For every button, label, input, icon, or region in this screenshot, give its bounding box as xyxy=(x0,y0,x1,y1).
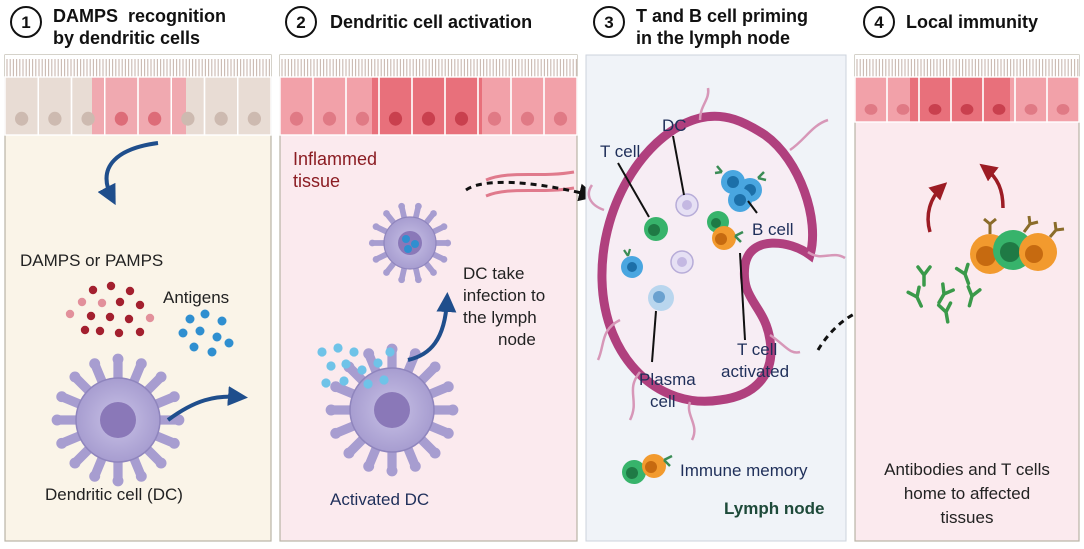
panel-2-header: 2 Dendritic cell activation xyxy=(285,6,532,38)
step-number-badge-4 xyxy=(863,6,895,38)
red-arrow-left xyxy=(926,182,948,233)
leader-lines xyxy=(617,135,758,363)
epithelium-layer-4 xyxy=(854,55,1080,123)
panel-3: DC T cell B cell T cell activated Plasma… xyxy=(585,54,847,542)
plasma-cell-icon xyxy=(648,285,674,311)
b-cell-icon-left xyxy=(621,248,643,278)
panel-1-header: 1 DAMPS recognition by dendritic cells xyxy=(10,6,226,48)
inflamed-tissue-line2: tissue xyxy=(293,171,340,191)
dc-take-line1: DC take xyxy=(463,264,524,283)
panel-4-title-line1: Local immunity xyxy=(906,12,1038,32)
plasma-cell-line1: Plasma xyxy=(639,370,696,389)
panel-2: Inflammed tissue DC take infection to th… xyxy=(279,54,597,542)
dc-label: DC xyxy=(662,116,687,135)
step-number-3: 3 xyxy=(604,13,613,32)
epithelium-layer-1 xyxy=(4,55,272,136)
arrow-to-panel-2 xyxy=(166,386,248,422)
step-number-1: 1 xyxy=(21,13,30,32)
antigen-particles xyxy=(178,309,234,357)
immune-memory-label: Immune memory xyxy=(680,461,808,480)
dc-cell-icon-small-2 xyxy=(670,250,694,274)
immune-memory-cells-icon xyxy=(622,454,673,484)
step-number-badge-1 xyxy=(10,6,42,38)
panel-4-header: 4 Local immunity xyxy=(863,6,1038,38)
activated-dc-icon xyxy=(325,343,459,477)
panel-2-title-line1: Dendritic cell activation xyxy=(330,12,532,32)
lymph-node-label: Lymph node xyxy=(724,499,824,518)
panel-3-header: 3 T and B cell priming in the lymph node xyxy=(593,6,808,48)
t-cell-icon xyxy=(644,217,668,241)
step-number-badge-2 xyxy=(285,6,317,38)
damps-particles xyxy=(65,281,155,338)
antibodies-icon xyxy=(906,262,982,324)
panel-3-title-line1: T and B cell priming xyxy=(636,6,808,26)
antigen-particles-2 xyxy=(317,343,395,389)
step-number-4: 4 xyxy=(874,13,884,32)
antigens-label: Antigens xyxy=(163,288,229,307)
step-number-2: 2 xyxy=(296,13,305,32)
dc-take-line4: node xyxy=(498,330,536,349)
t-cell-activated-line1: T cell xyxy=(737,340,777,359)
t-cell-activated-line2: activated xyxy=(721,362,789,381)
antibodies-caption-line1: Antibodies and T cells xyxy=(884,460,1050,479)
activated-t-cells-icon xyxy=(707,211,744,250)
panel-1-title-line1: DAMPS recognition xyxy=(53,6,226,26)
infected-dc-icon xyxy=(368,202,452,284)
dc-take-line2: infection to xyxy=(463,286,545,305)
curved-arrow-up xyxy=(407,292,457,362)
dendritic-cell-label: Dendritic cell (DC) xyxy=(45,485,183,504)
antibodies-caption-line3: tissues xyxy=(941,508,994,527)
inflamed-tissue-line1: Inflammed xyxy=(293,149,377,169)
panel-2-background xyxy=(279,54,578,542)
b-cell-label: B cell xyxy=(752,220,794,239)
panel-4: Antibodies and T cells home to affected … xyxy=(854,54,1080,542)
panel-4-background xyxy=(854,54,1080,542)
plasma-cell-line2: cell xyxy=(650,392,676,411)
damps-label: DAMPS or PAMPS xyxy=(20,251,163,270)
panel-1: DAMPS or PAMPS Antigens Dendritic cell (… xyxy=(4,54,272,542)
b-cell-cluster-icon xyxy=(714,165,767,212)
dc-cell-icon-small xyxy=(675,193,699,217)
red-arrow-right xyxy=(979,163,1005,209)
epithelium-layer-2 xyxy=(279,55,578,136)
dendritic-cell-icon xyxy=(51,353,185,487)
activated-cells-cluster-icon xyxy=(970,215,1065,274)
panel-1-title-line2: by dendritic cells xyxy=(53,28,200,48)
antibodies-caption-line2: home to affected xyxy=(904,484,1030,503)
t-cell-label: T cell xyxy=(600,142,640,161)
dc-take-line3: the lymph xyxy=(463,308,537,327)
dc-take-text: DC take infection to the lymph node xyxy=(463,264,545,349)
curved-arrow-down xyxy=(97,141,159,206)
panel-3-title-line2: in the lymph node xyxy=(636,28,790,48)
dashed-arrow-to-lymph-node xyxy=(465,180,597,202)
activated-dc-label: Activated DC xyxy=(330,490,429,509)
step-number-badge-3 xyxy=(593,6,625,38)
